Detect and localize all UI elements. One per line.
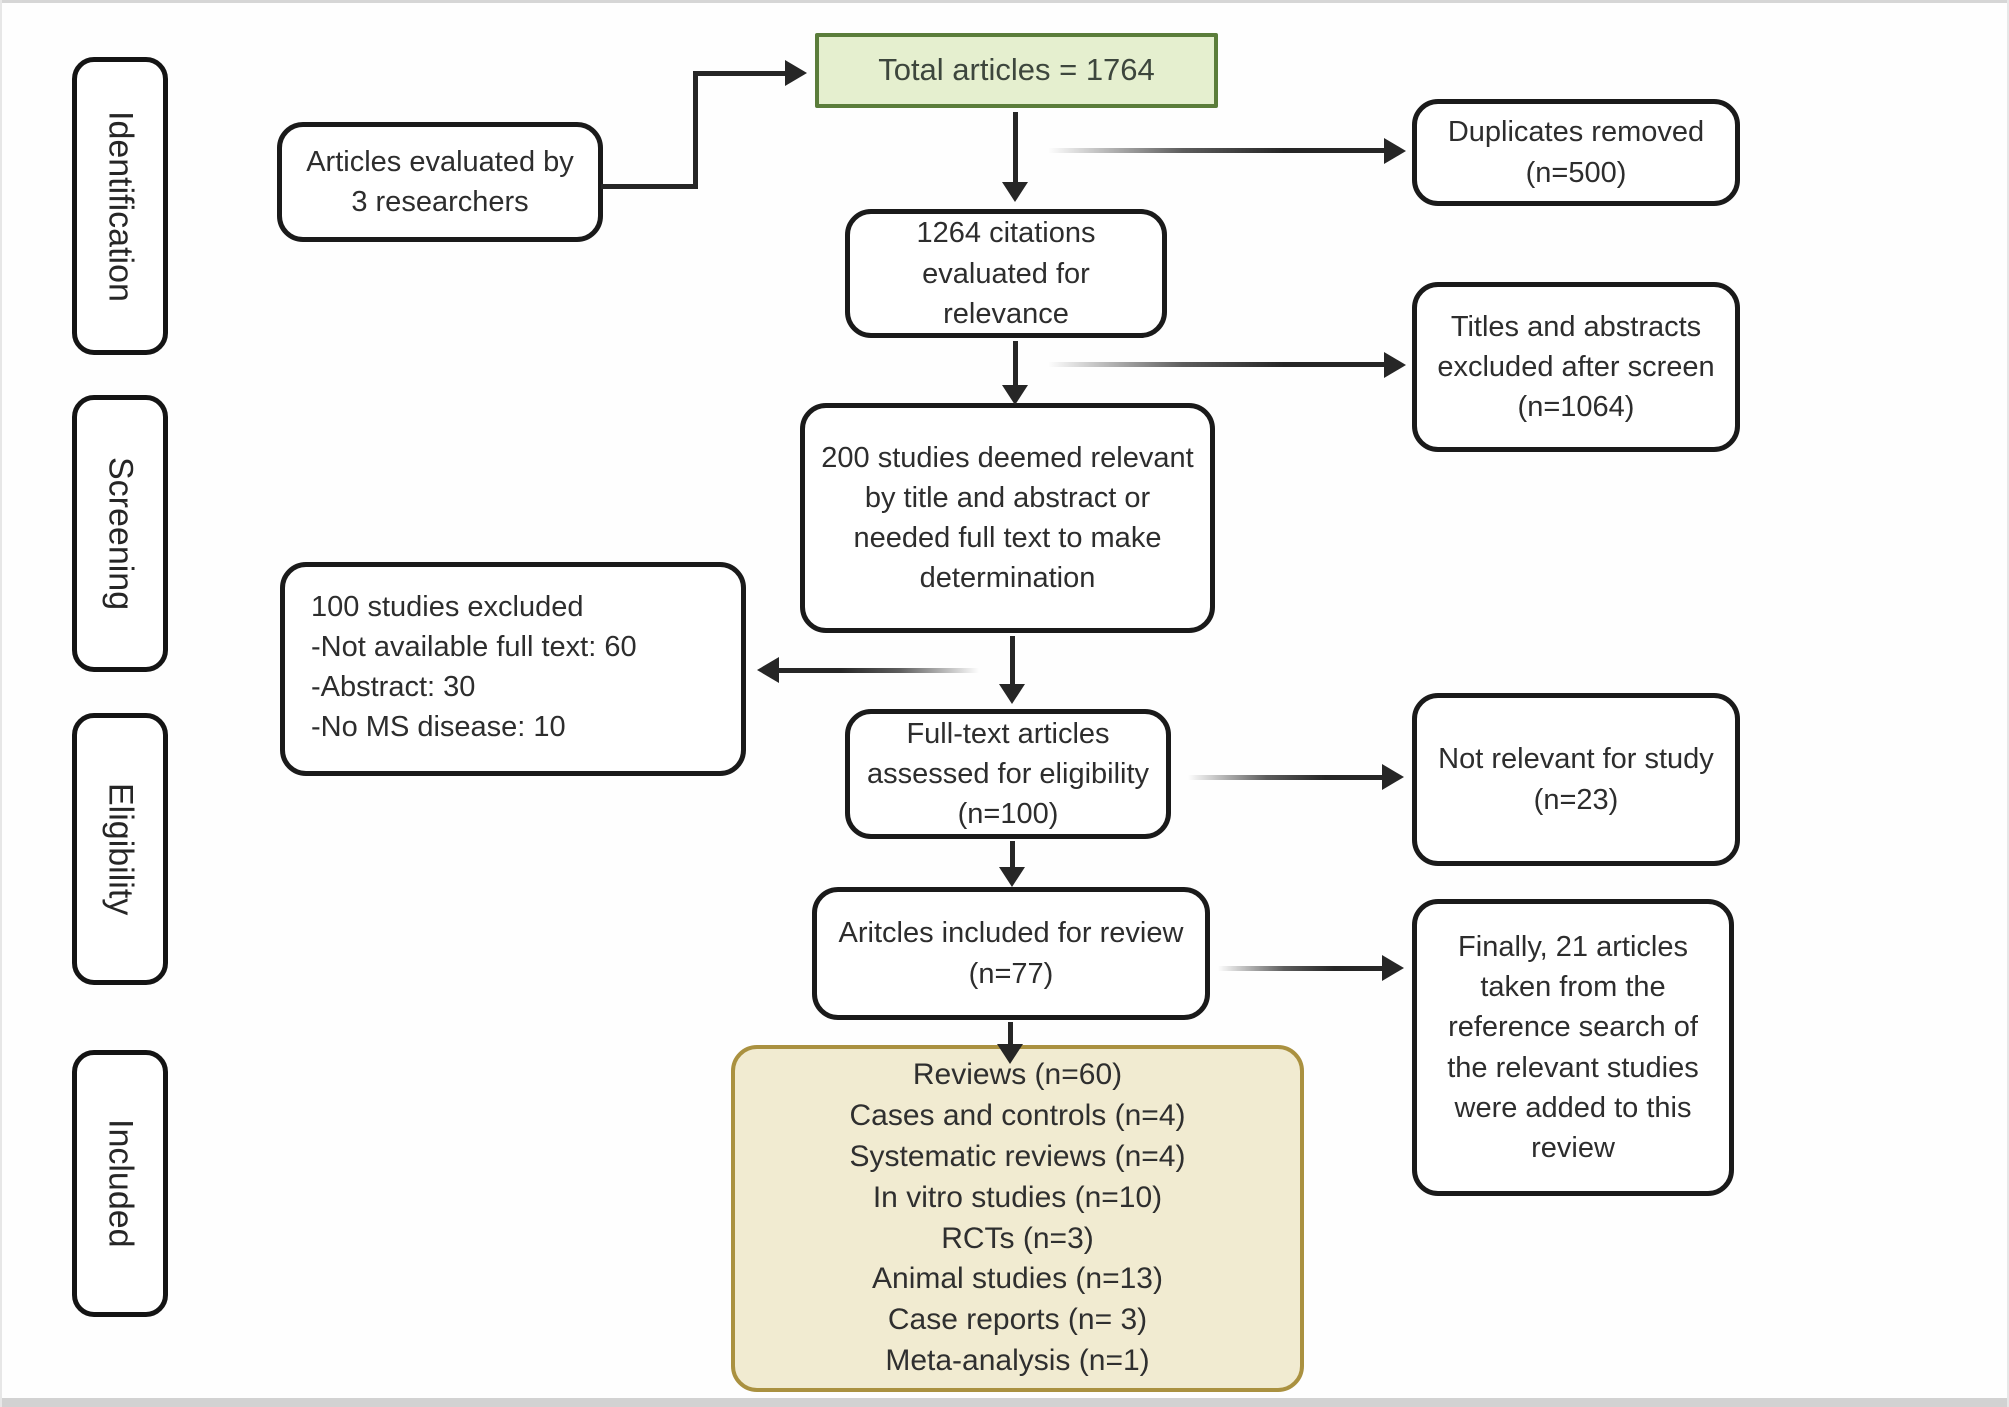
connector-to-not-relevant <box>1188 775 1384 780</box>
arrowhead-right-icon <box>1382 764 1404 790</box>
studies-excluded-box: 100 studies excluded -Not available full… <box>280 562 746 776</box>
stage-label-screening: Screening <box>101 456 140 611</box>
included-breakdown-box: Reviews (n=60) Cases and controls (n=4) … <box>731 1045 1304 1392</box>
studies-excluded-line: -Not available full text: 60 <box>311 631 637 664</box>
arrowhead-right-icon <box>785 60 807 86</box>
articles-included-box: Aritcles included for review (n=77) <box>812 887 1210 1020</box>
breakdown-line: In vitro studies (n=10) <box>872 1180 1163 1214</box>
connector-included-to-breakdown <box>1008 1022 1013 1048</box>
arrowhead-left-icon <box>757 657 779 683</box>
page-edge-left <box>0 0 2 1407</box>
stage-box-screening: Screening <box>72 395 168 672</box>
arrowhead-right-icon <box>1382 955 1404 981</box>
connector-evaluated-to-total <box>693 71 787 76</box>
stage-box-identification: Identification <box>72 57 168 355</box>
studies-excluded-line: -Abstract: 30 <box>311 671 476 704</box>
reference-search-added-box: Finally, 21 articles taken from the refe… <box>1412 899 1734 1196</box>
connector-to-studies-excluded <box>779 668 979 673</box>
connector-to-titles-excluded <box>1048 362 1386 367</box>
page-edge-bottom <box>0 1398 2009 1407</box>
studies-deemed-relevant-box: 200 studies deemed relevant by title and… <box>800 403 1215 633</box>
arrowhead-down-icon <box>999 867 1025 887</box>
not-relevant-box: Not relevant for study (n=23) <box>1412 693 1740 866</box>
connector-evaluated-to-total <box>601 184 697 189</box>
connector-deemed-to-fulltext <box>1010 636 1015 686</box>
fulltext-assessed-box: Full-text articles assessed for eligibil… <box>845 709 1171 839</box>
connector-total-to-citations <box>1013 112 1018 184</box>
arrowhead-down-icon <box>999 684 1025 704</box>
titles-abstracts-excluded-box: Titles and abstracts excluded after scre… <box>1412 282 1740 452</box>
connector-to-reference-added <box>1218 966 1384 971</box>
articles-evaluated-box: Articles evaluated by 3 researchers <box>277 122 603 242</box>
connector-citations-to-deemed <box>1013 341 1018 387</box>
stage-box-eligibility: Eligibility <box>72 713 168 985</box>
duplicates-removed-box: Duplicates removed (n=500) <box>1412 99 1740 206</box>
breakdown-line: Cases and controls (n=4) <box>849 1099 1186 1133</box>
arrowhead-down-icon <box>1002 182 1028 202</box>
connector-to-duplicates <box>1048 148 1386 153</box>
breakdown-line: RCTs (n=3) <box>941 1221 1094 1255</box>
arrowhead-down-icon <box>997 1044 1023 1064</box>
connector-evaluated-to-total <box>693 71 698 189</box>
citations-evaluated-box: 1264 citations evaluated for relevance <box>845 209 1167 338</box>
breakdown-line: Meta-analysis (n=1) <box>885 1343 1150 1377</box>
studies-excluded-line: -No MS disease: 10 <box>311 711 566 744</box>
breakdown-line: Animal studies (n=13) <box>872 1262 1163 1296</box>
total-articles-box: Total articles = 1764 <box>815 33 1218 108</box>
stage-label-identification: Identification <box>101 110 140 302</box>
arrowhead-right-icon <box>1384 352 1406 378</box>
stage-label-eligibility: Eligibility <box>101 782 140 916</box>
arrowhead-right-icon <box>1384 138 1406 164</box>
stage-label-included: Included <box>101 1119 140 1248</box>
connector-fulltext-to-included <box>1010 841 1015 871</box>
page-edge-top <box>0 0 2009 3</box>
breakdown-line: Case reports (n= 3) <box>887 1303 1148 1337</box>
arrowhead-down-icon <box>1002 385 1028 405</box>
studies-excluded-line: 100 studies excluded <box>311 591 584 623</box>
stage-box-included: Included <box>72 1050 168 1317</box>
page-edge-right <box>2007 0 2009 1407</box>
breakdown-line: Systematic reviews (n=4) <box>849 1139 1186 1173</box>
